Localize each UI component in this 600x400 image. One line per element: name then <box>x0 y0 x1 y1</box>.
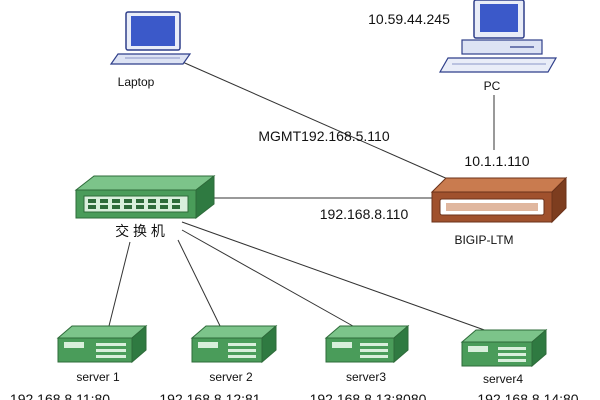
server-3-label: server3 <box>346 370 386 384</box>
server-1-icon <box>56 324 148 364</box>
mgmt-ip-label: MGMT192.168.5.110 <box>258 128 389 144</box>
link-switch-server2 <box>177 239 223 331</box>
link-laptop-ltm <box>177 59 451 181</box>
server-2-ip-label: 192.168.8.12:81 <box>159 391 260 400</box>
connection-lines <box>107 59 495 333</box>
server-4-ip-label: 192.168.8.14:80 <box>477 391 578 400</box>
server-2-label: server 2 <box>209 370 253 384</box>
laptop-label: Laptop <box>118 75 155 89</box>
laptop-icon <box>109 11 192 65</box>
server-3-icon <box>324 324 410 364</box>
bigip-ltm-icon <box>430 176 568 224</box>
link-switch-server4 <box>181 221 491 333</box>
link-switch-server1 <box>107 241 131 331</box>
ltm-internal-ip-label: 192.168.8.110 <box>320 206 409 222</box>
server-3-ip-label: 192.168.8.13:8080 <box>310 391 427 400</box>
switch-label: 交 换 机 <box>115 223 165 239</box>
switch-icon <box>74 174 216 220</box>
ltm-external-ip-label: 10.1.1.110 <box>464 153 529 169</box>
server-1-label: server 1 <box>76 370 120 384</box>
server-4-icon <box>460 328 548 368</box>
pc-label: PC <box>484 79 501 93</box>
server-4-label: server4 <box>483 372 523 386</box>
server-2-icon <box>190 324 278 364</box>
pc-ip-label: 10.59.44.245 <box>368 11 450 27</box>
server-1-ip-label: 192.168.8.11:80 <box>10 391 110 400</box>
link-switch-server3 <box>181 229 361 331</box>
ltm-label: BIGIP-LTM <box>454 233 513 247</box>
pc-icon <box>438 0 558 73</box>
